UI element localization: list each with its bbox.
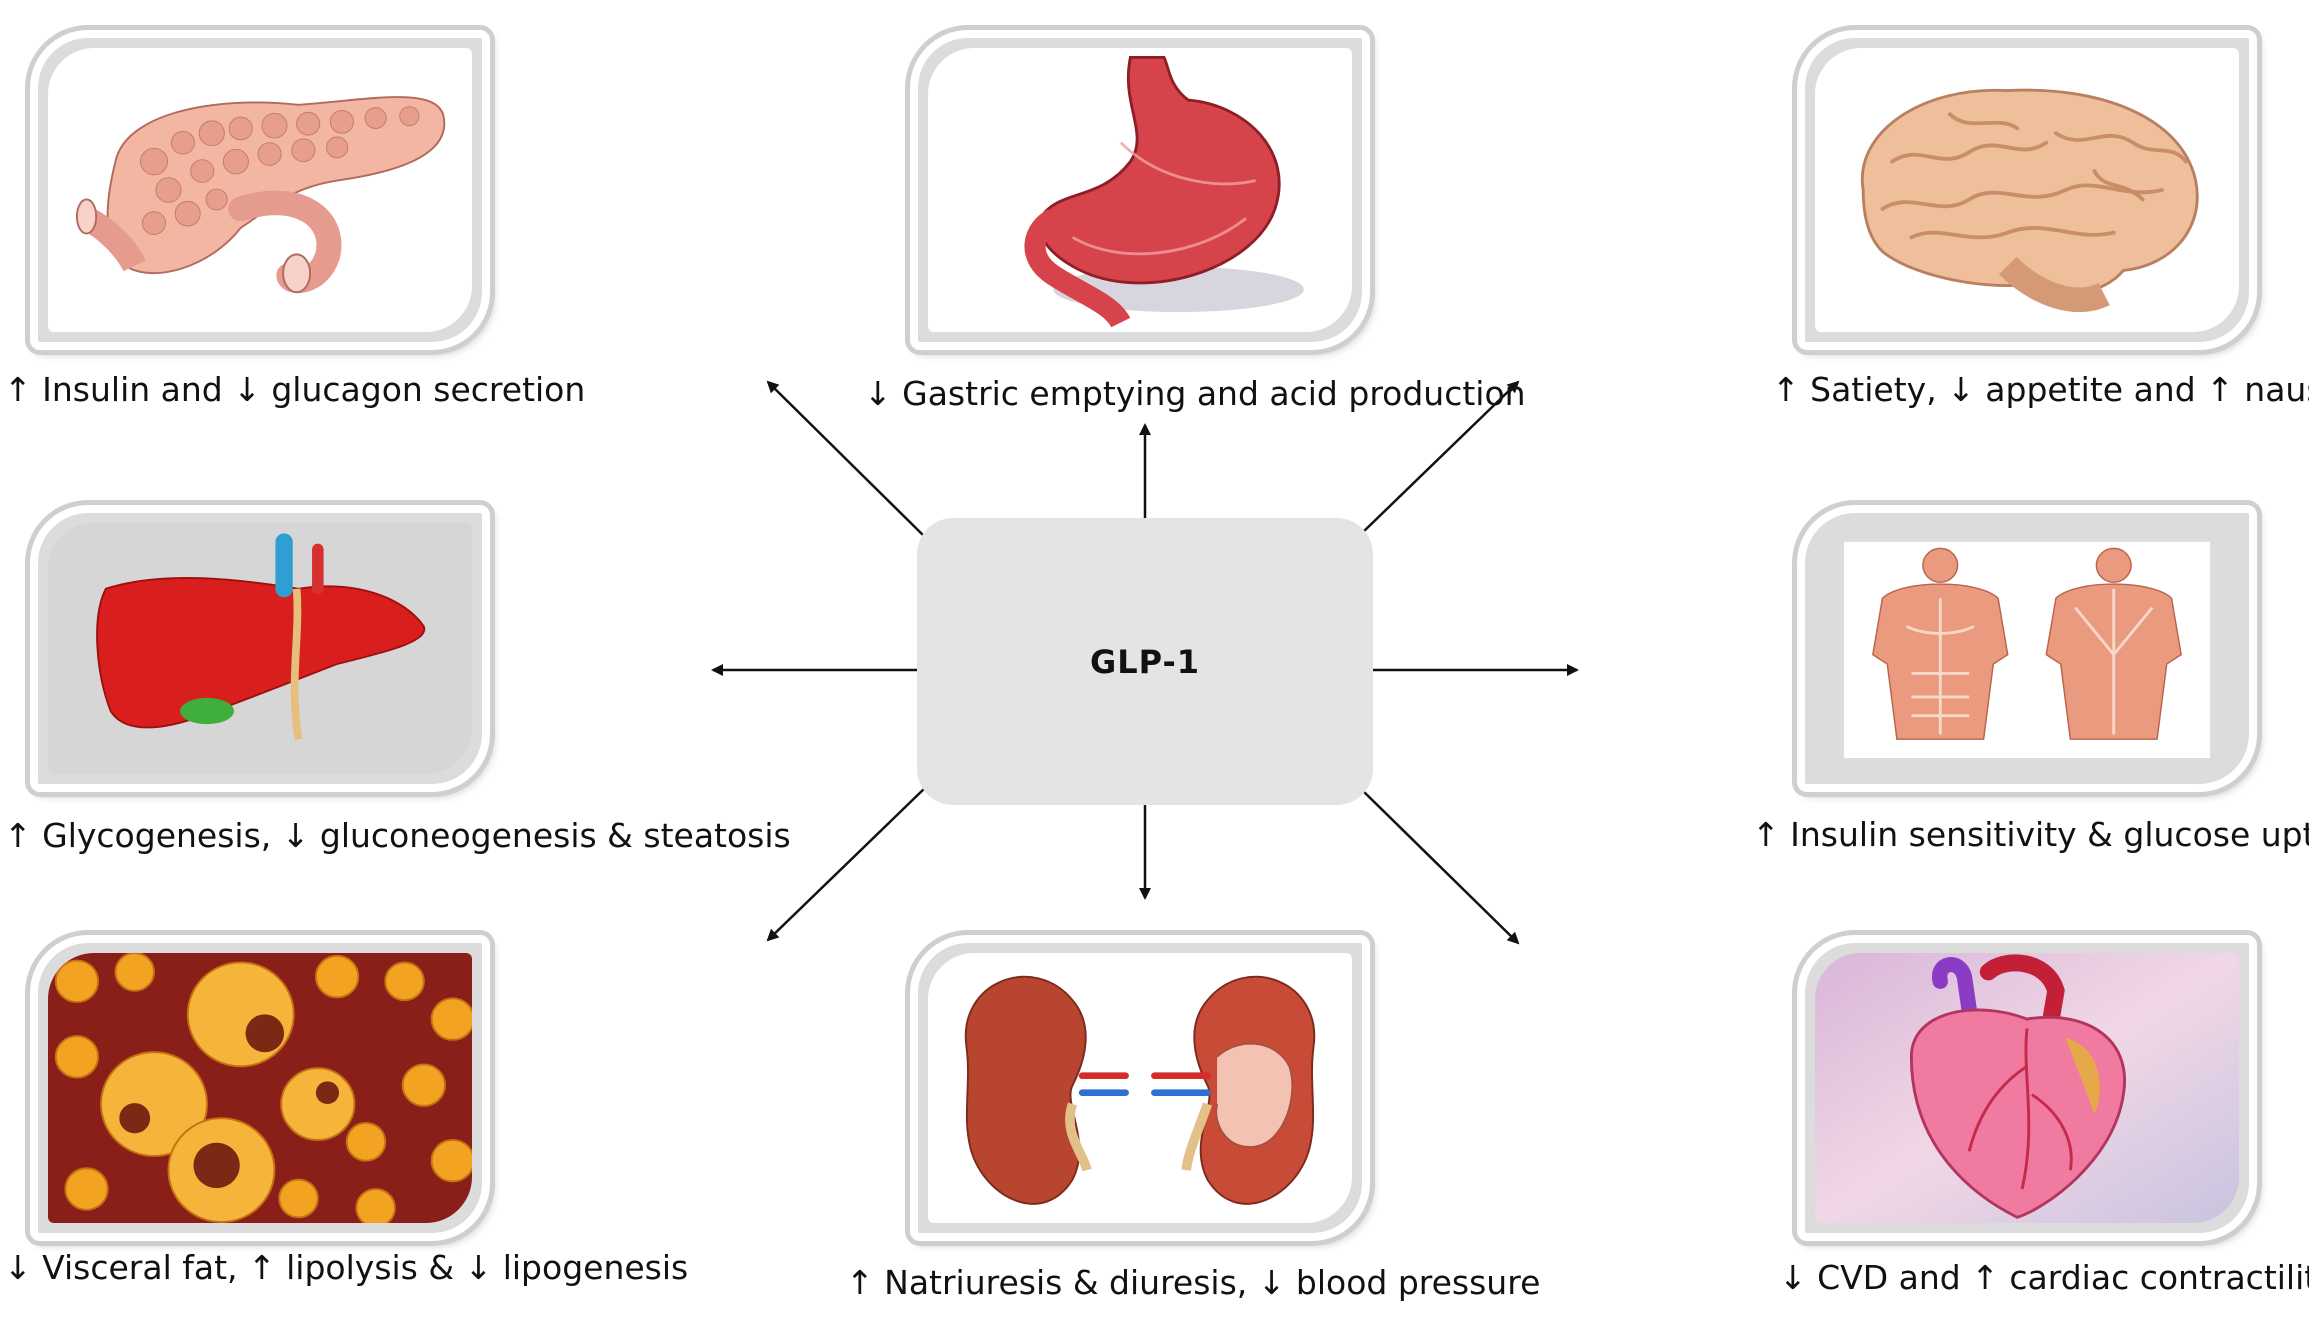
heart-label: ↓ CVD and ↑ cardiac contractility xyxy=(1779,1258,2309,1297)
arrow-to-heart xyxy=(1360,788,1520,945)
adipose-cells-icon xyxy=(48,953,472,1223)
kidney-icon xyxy=(928,953,1352,1223)
adipose-label: ↓ Visceral fat, ↑ lipolysis & ↓ lipogene… xyxy=(4,1248,689,1287)
liver-label: ↑ Glycogenesis, ↓ gluconeogenesis & stea… xyxy=(4,816,791,855)
brain-icon xyxy=(1815,48,2239,332)
muscle-card xyxy=(1797,505,2257,792)
pancreas-icon xyxy=(48,48,472,332)
pancreas-card xyxy=(30,30,490,350)
arrow-to-adipose xyxy=(766,785,928,942)
glp1-center-box: GLP-1 xyxy=(917,518,1373,805)
adipose-card xyxy=(30,935,490,1241)
liver-card xyxy=(30,505,490,792)
stomach-label: ↓ Gastric emptying and acid production xyxy=(864,374,1526,413)
liver-icon xyxy=(48,523,472,774)
muscle-icon xyxy=(1843,541,2211,759)
brain-label: ↑ Satiety, ↓ appetite and ↑ nausea xyxy=(1772,370,2309,409)
stomach-icon xyxy=(928,48,1352,332)
kidney-label: ↑ Natriuresis & diuresis, ↓ blood pressu… xyxy=(846,1263,1541,1302)
pancreas-label: ↑ Insulin and ↓ glucagon secretion xyxy=(4,370,586,409)
heart-icon xyxy=(1815,953,2239,1223)
heart-card xyxy=(1797,935,2257,1241)
glp1-label: GLP-1 xyxy=(1089,642,1201,681)
brain-card xyxy=(1797,30,2257,350)
kidney-card xyxy=(910,935,1370,1241)
stomach-card xyxy=(910,30,1370,350)
muscle-label: ↑ Insulin sensitivity & glucose uptake xyxy=(1752,815,2309,854)
